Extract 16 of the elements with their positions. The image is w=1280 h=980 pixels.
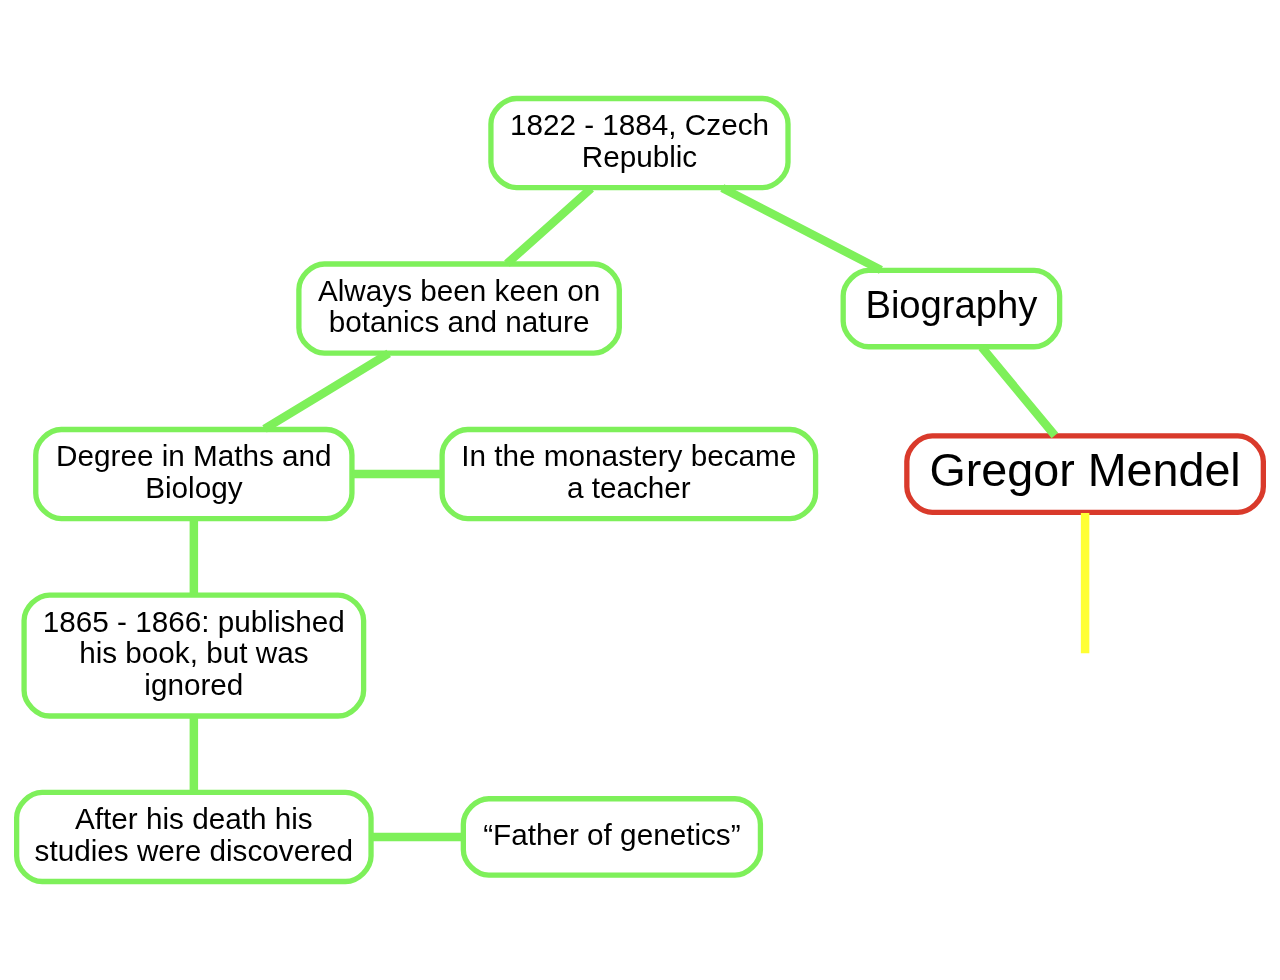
node-box: In the monastery became a teacher — [439, 426, 819, 522]
node-box: Always been keen on botanics and nature — [296, 261, 622, 356]
connector — [371, 832, 463, 842]
connector — [189, 519, 199, 595]
connector — [262, 349, 391, 433]
node-box: Gregor Mendel — [904, 433, 1266, 515]
node-box: “Father of genetics” — [460, 796, 764, 878]
connector — [189, 716, 199, 793]
node-box: 1865 - 1866: published his book, but was ignored — [21, 592, 367, 719]
node-box: Biography — [840, 267, 1063, 350]
node-box: After his death his studies were discovered — [14, 789, 374, 885]
node-box: Degree in Maths and Biology — [33, 426, 355, 522]
connector — [1080, 512, 1090, 654]
node-box: 1822 - 1884, Czech Republic — [488, 95, 791, 191]
connector — [352, 469, 442, 479]
connector — [720, 184, 883, 274]
